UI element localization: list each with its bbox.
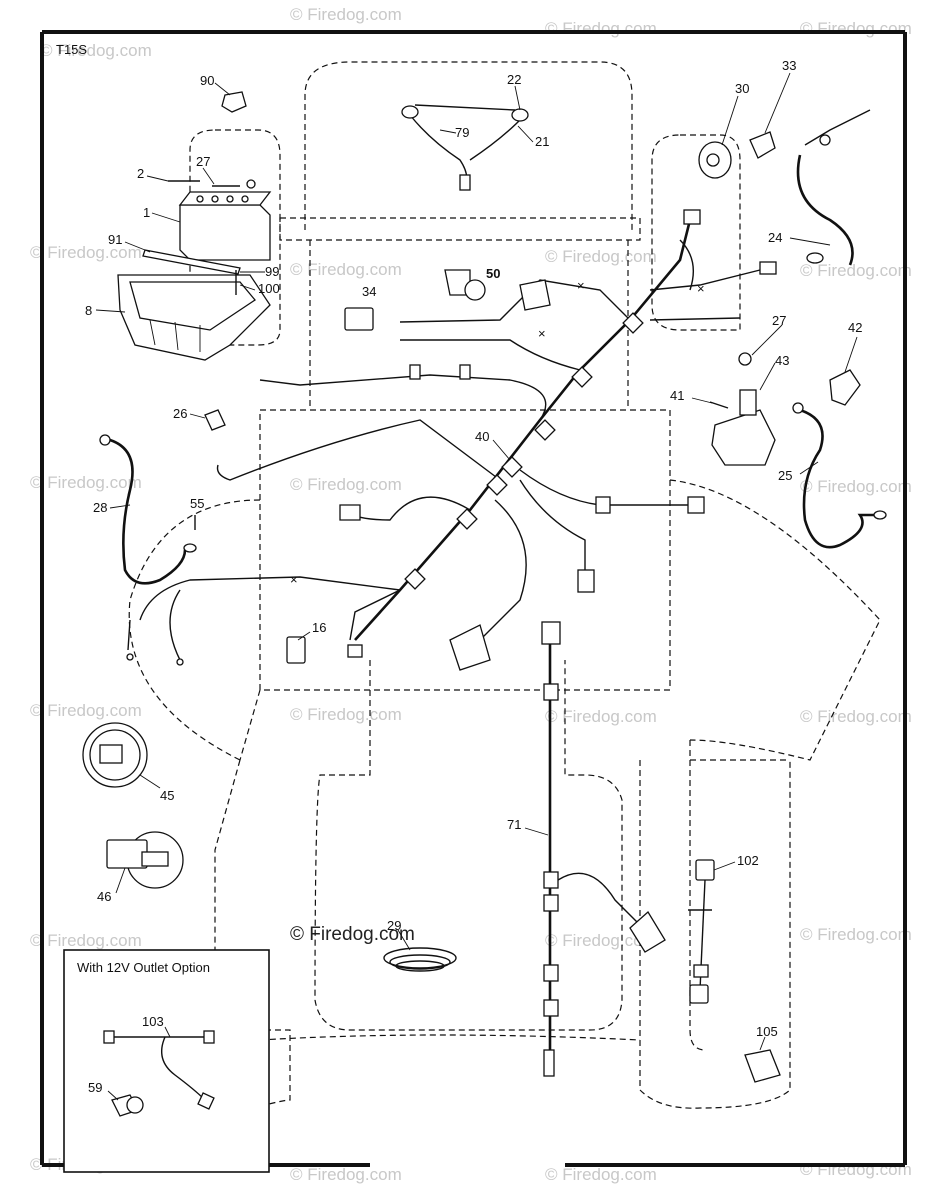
svg-text:×: × [290,572,298,587]
callout-24: 24 [768,230,782,245]
callout-45: 45 [160,788,174,803]
callout-90: 90 [200,73,214,88]
watermark: © Firedog.com [800,1160,912,1179]
callout-1: 1 [143,205,150,220]
callout-30: 30 [735,81,749,96]
svg-text:×: × [538,326,546,341]
callout-79: 79 [455,125,469,140]
watermark: © Firedog.com [800,707,912,726]
watermark: © Firedog.com [40,41,152,60]
watermark: © Firedog.com [800,925,912,944]
callout-71: 71 [507,817,521,832]
wire-spool-29 [383,947,457,972]
plug-module [519,279,551,311]
watermark: © Firedog.com [545,1165,657,1184]
callout-43: 43 [775,353,789,368]
battery-cable-positive [796,154,854,266]
watermark: © Firedog.com [545,707,657,726]
page-code: T15S [56,42,87,57]
watermark: © Firedog.com [290,260,402,279]
battery-strap [142,249,241,275]
gauge-45 [82,722,148,788]
solenoid-43 [711,352,776,466]
watermark: © Firedog.com [545,931,657,950]
callout-29: 29 [387,918,401,933]
callout-46: 46 [97,889,111,904]
callout-16: 16 [312,620,326,635]
watermark: © Firedog.com [30,931,142,950]
callout-27b: 27 [772,313,786,328]
watermark: © Firedog.com [30,473,142,492]
watermark: © Firedog.com [800,261,912,280]
callout-28: 28 [93,500,107,515]
ground-cable-25 [799,408,880,549]
callout-102: 102 [737,853,759,868]
callout-25: 25 [778,468,792,483]
watermark: © Firedog.com [800,19,912,38]
watermark: © Firedog.com [290,475,402,494]
inset-12v-outlet: With 12V Outlet Option [63,949,270,1173]
watermark: © Firedog.com [290,705,402,724]
callout-59: 59 [88,1080,102,1095]
watermark-center: © Firedog.com [290,924,415,945]
callout-99: 99 [265,264,279,279]
callout-2: 2 [137,166,144,181]
callout-91: 91 [108,232,122,247]
callout-8: 8 [85,303,92,318]
watermark: © Firedog.com [290,1165,402,1184]
hour-meter-46 [106,831,184,889]
ignition-switch [698,141,732,179]
battery-tray [117,274,271,361]
watermark: © Firedog.com [545,247,657,266]
callout-41: 41 [670,388,684,403]
battery [178,191,272,261]
callout-40: 40 [475,429,489,444]
battery-group [117,91,272,361]
pto-switch-105 [744,1049,781,1083]
callout-42: 42 [848,320,862,335]
watermark: © Firedog.com [545,19,657,38]
svg-text:×: × [577,278,585,293]
watermark: © Firedog.com [290,5,402,24]
watermark: © Firedog.com [800,477,912,496]
leader-lines [95,72,858,1101]
main-harness: × × × × [139,209,777,671]
svg-text:×: × [697,281,705,296]
boot-42 [829,369,861,406]
callout-103: 103 [142,1014,164,1029]
bolt-41 [709,401,729,409]
page-frame [40,30,907,1167]
harness-71 [541,621,666,1077]
callout-26: 26 [173,406,187,421]
switch-102 [688,859,715,1004]
callout-50: 50 [486,266,500,281]
ignition-key [749,131,776,159]
callouts: 90 27 2 1 91 99 100 8 22 79 21 30 33 24 … [85,58,862,1095]
callout-100: 100 [258,281,280,296]
terminal-cover [221,91,247,113]
callout-33: 33 [782,58,796,73]
relay-34 [344,307,374,331]
ground-cable-28 [109,438,187,585]
callout-21: 21 [535,134,549,149]
headlight-harness [401,104,529,191]
switch-16 [286,636,306,664]
callout-105: 105 [756,1024,778,1039]
watermark: © Firedog.com [30,243,142,262]
watermark: © Firedog.com [30,701,142,720]
watermarks: © Firedog.com © Firedog.com © Firedog.co… [30,5,912,1184]
inset-title: With 12V Outlet Option [77,960,210,975]
fuse [204,409,226,431]
callout-55: 55 [190,496,204,511]
callout-27: 27 [196,154,210,169]
callout-34: 34 [362,284,376,299]
callout-22: 22 [507,72,521,87]
